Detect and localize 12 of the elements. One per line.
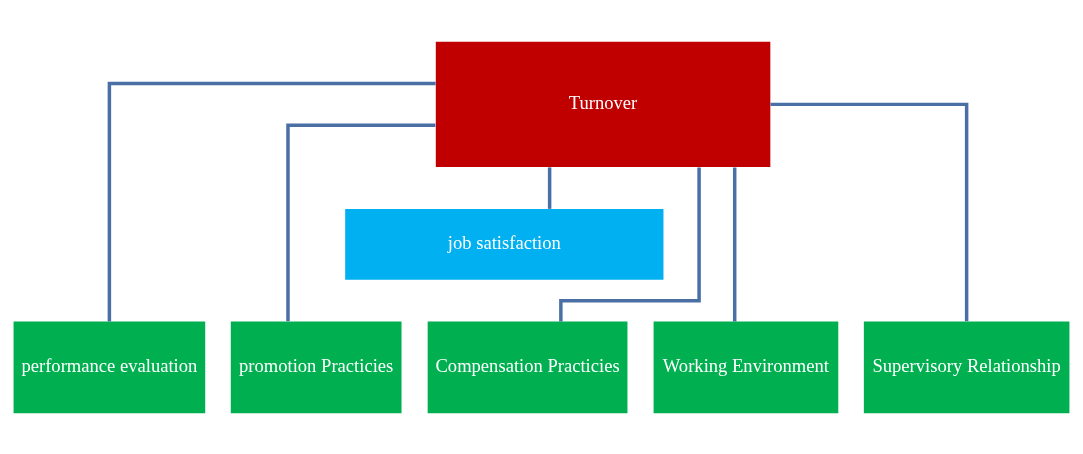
connector — [286, 123, 436, 321]
connector — [547, 166, 552, 209]
connector — [107, 81, 436, 322]
node-box: performance evaluation — [13, 321, 206, 413]
node-box: Turnover — [435, 41, 771, 167]
node-box: Working Environment — [653, 321, 839, 413]
node-box: Compensation Practicies — [427, 321, 628, 413]
node-box: job satisfaction — [345, 208, 664, 280]
connector — [770, 102, 969, 321]
node-box: Supervisory Relationship — [863, 321, 1070, 413]
connector — [732, 166, 737, 321]
node-box: promotion Practicies — [230, 321, 402, 413]
